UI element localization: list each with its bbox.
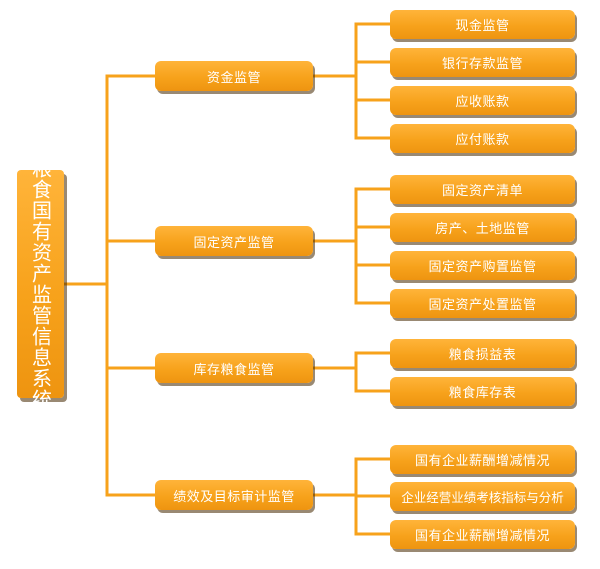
- leaf-label: 房产、土地监管: [435, 222, 530, 237]
- branch-node-grain-inventory: 库存粮食监管: [155, 353, 313, 383]
- branch-node-fixed-assets: 固定资产监管: [155, 226, 313, 256]
- branch-node-fund: 资金监管: [155, 61, 313, 91]
- root-label: 粮食国有资产监管信息系统: [28, 158, 53, 410]
- leaf-label: 应收账款: [455, 95, 510, 110]
- root-node: 粮食国有资产监管信息系统: [17, 158, 64, 410]
- leaf-label: 粮食库存表: [448, 386, 517, 401]
- connector-branch-3: [311, 351, 392, 393]
- branch-label: 资金监管: [206, 70, 261, 86]
- leaf-label: 国有企业薪酬增减情况: [414, 454, 550, 469]
- leaf-node: 国有企业薪酬增减情况: [390, 520, 575, 549]
- leaf-node: 银行存款监管: [390, 48, 575, 77]
- leaf-node: 现金监管: [390, 10, 575, 39]
- leaf-label: 国有企业薪酬增减情况: [414, 529, 550, 544]
- branch-label: 绩效及目标审计监管: [173, 489, 295, 505]
- leaf-node: 企业经营业绩考核指标与分析: [390, 482, 575, 511]
- leaf-node: 应收账款: [390, 86, 575, 115]
- connector-branch-2: [311, 187, 392, 305]
- leaf-node: 国有企业薪酬增减情况: [390, 445, 575, 474]
- leaf-node: 固定资产购置监管: [390, 251, 575, 280]
- leaf-label: 固定资产清单: [441, 184, 523, 199]
- leaf-node: 粮食损益表: [390, 339, 575, 368]
- branch-node-performance-audit: 绩效及目标审计监管: [155, 480, 313, 510]
- connector-branch-1: [311, 22, 392, 140]
- leaf-label: 企业经营业绩考核指标与分析: [401, 490, 564, 505]
- leaf-node: 固定资产处置监管: [390, 289, 575, 318]
- leaf-node: 固定资产清单: [390, 175, 575, 204]
- branch-label: 固定资产监管: [193, 235, 275, 251]
- leaf-node: 应付账款: [390, 124, 575, 153]
- leaf-label: 粮食损益表: [448, 348, 517, 363]
- leaf-label: 银行存款监管: [441, 57, 523, 72]
- connector-branch-4: [311, 457, 392, 536]
- branch-label: 库存粮食监管: [193, 362, 275, 378]
- leaf-label: 现金监管: [455, 19, 510, 34]
- leaf-label: 固定资产处置监管: [428, 298, 537, 313]
- leaf-label: 固定资产购置监管: [428, 260, 537, 275]
- leaf-node: 粮食库存表: [390, 377, 575, 406]
- leaf-label: 应付账款: [455, 133, 510, 148]
- leaf-node: 房产、土地监管: [390, 213, 575, 242]
- connector-root: [62, 74, 157, 497]
